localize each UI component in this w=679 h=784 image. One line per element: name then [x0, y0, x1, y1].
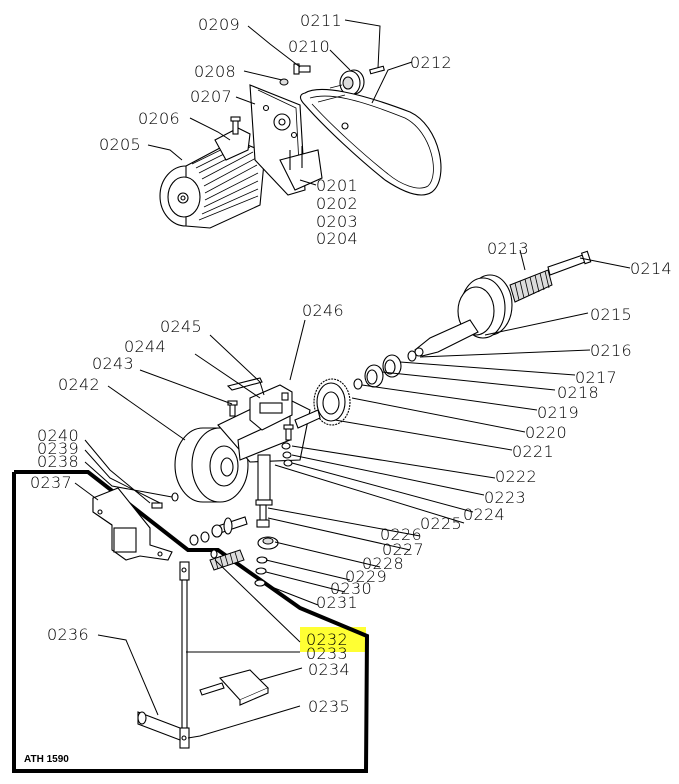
label-0232: 0232: [306, 630, 348, 649]
label-0207: 0207: [190, 87, 232, 106]
label-0212: 0212: [410, 53, 452, 72]
label-0215: 0215: [590, 305, 632, 324]
leader-lines: [74, 19, 631, 739]
label-0239: 0239: [37, 439, 79, 458]
label-0203: 0203: [316, 212, 358, 231]
label-0220: 0220: [525, 423, 567, 442]
label-0244: 0244: [124, 337, 166, 356]
label-0230: 0230: [330, 579, 372, 598]
label-0210: 0210: [288, 37, 330, 56]
label-0225: 0225: [420, 514, 462, 533]
label-0201: 0201: [316, 176, 358, 195]
spindle-assembly: [313, 250, 592, 426]
label-0213: 0213: [487, 239, 529, 258]
label-0243: 0243: [92, 354, 134, 373]
label-0240: 0240: [37, 426, 79, 445]
label-0242: 0242: [58, 375, 100, 394]
center-assembly: [151, 377, 321, 587]
label-0237: 0237: [30, 473, 72, 492]
label-0234: 0234: [308, 660, 350, 679]
label-0205: 0205: [99, 135, 141, 154]
label-0226: 0226: [380, 525, 422, 544]
label-0223: 0223: [484, 488, 526, 507]
label-0246: 0246: [302, 301, 344, 320]
label-0229: 0229: [345, 567, 387, 586]
label-0208: 0208: [194, 62, 236, 81]
label-0245: 0245: [160, 317, 202, 336]
label-0214: 0214: [630, 259, 672, 278]
label-0202: 0202: [316, 194, 358, 213]
label-0231: 0231: [316, 593, 358, 612]
label-0216: 0216: [590, 341, 632, 360]
label-0206: 0206: [138, 109, 180, 128]
part-labels: 0209 0211 0210 0212 0208 0207 0206 0205 …: [24, 11, 672, 765]
lower-subassembly: [92, 487, 269, 749]
label-0235: 0235: [308, 697, 350, 716]
label-0222: 0222: [495, 467, 537, 486]
label-0218: 0218: [557, 383, 599, 402]
label-0221: 0221: [512, 442, 554, 461]
label-0224: 0224: [463, 505, 505, 524]
motor-assembly: [159, 63, 442, 229]
label-0219: 0219: [537, 403, 579, 422]
label-0238: 0238: [37, 452, 79, 471]
label-0227: 0227: [382, 540, 424, 559]
label-0209: 0209: [198, 15, 240, 34]
label-0211: 0211: [300, 11, 342, 30]
label-0236: 0236: [47, 625, 89, 644]
label-0233: 0233: [306, 644, 348, 663]
label-0217: 0217: [575, 368, 617, 387]
label-0204: 0204: [316, 229, 358, 248]
label-0228: 0228: [362, 554, 404, 573]
document-code: ATH 1590: [24, 754, 69, 765]
